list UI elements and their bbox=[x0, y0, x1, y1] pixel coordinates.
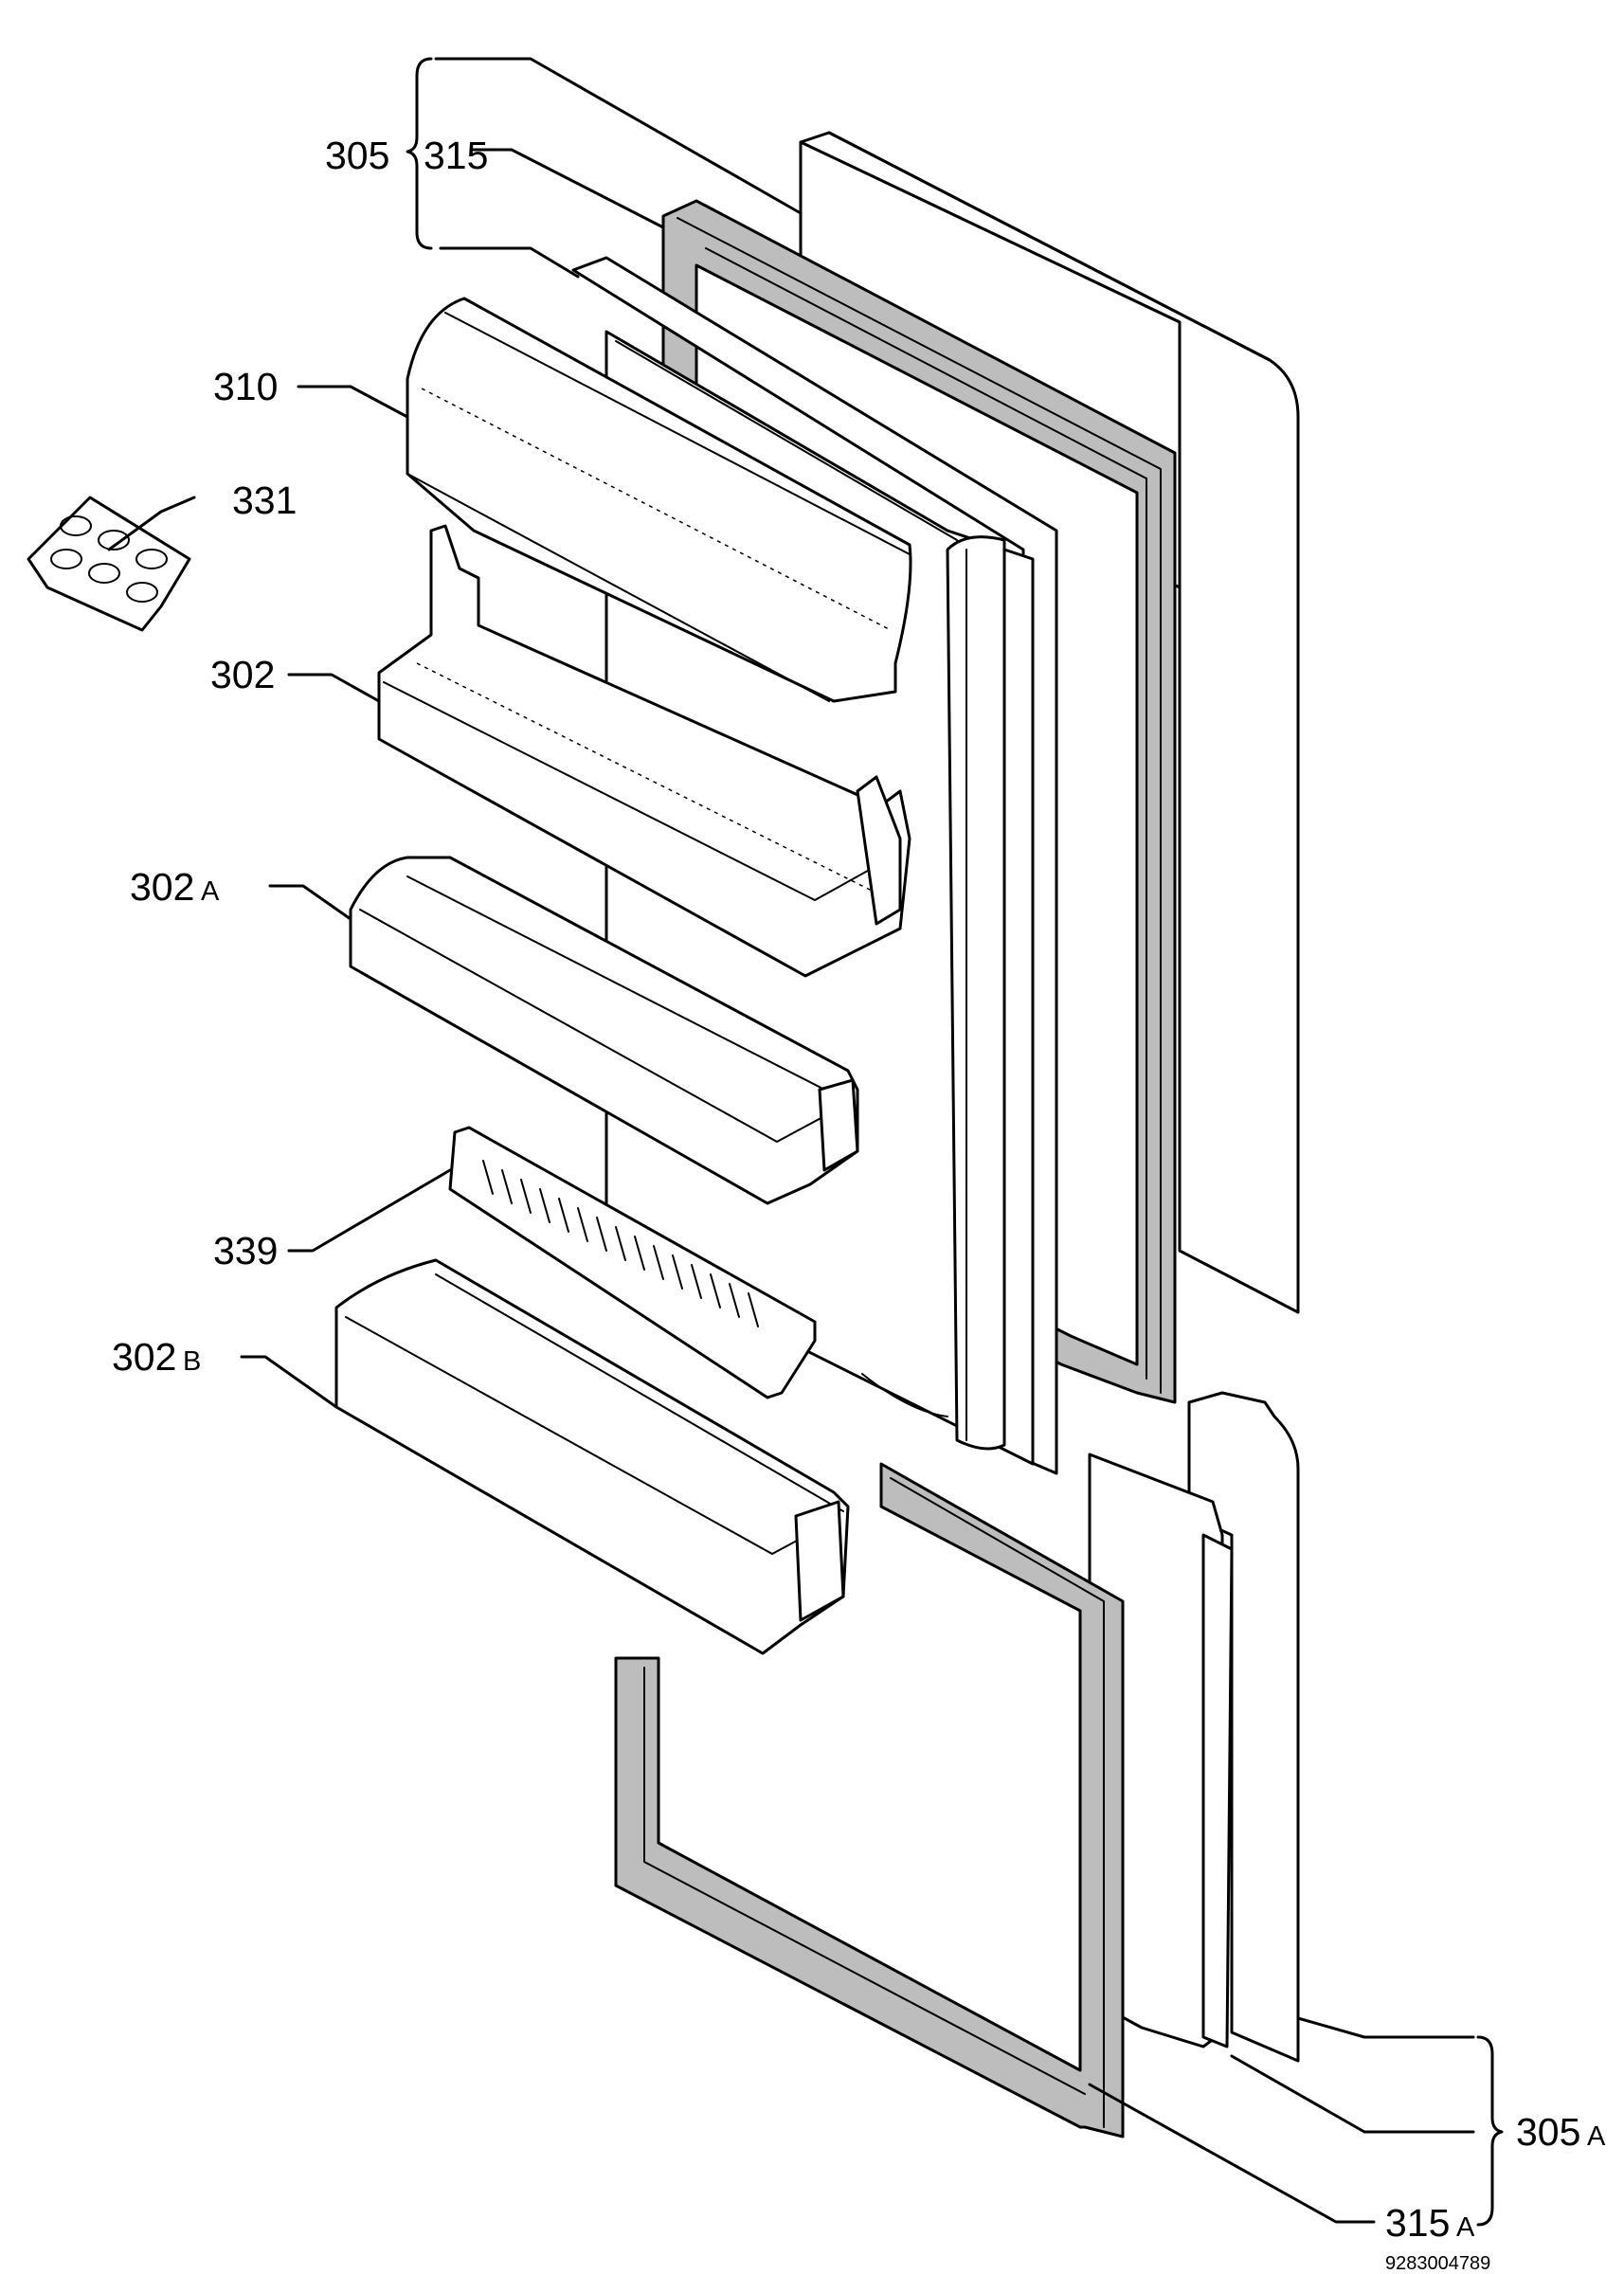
label-302B: 302 B bbox=[112, 1335, 201, 1379]
label-315A-number: 315 bbox=[1385, 2201, 1450, 2245]
label-302: 302 bbox=[210, 653, 275, 696]
brace-305 bbox=[406, 57, 433, 250]
label-339: 339 bbox=[213, 1229, 278, 1272]
leader-lines bbox=[107, 57, 1475, 2224]
label-305A-suffix: A bbox=[1587, 2121, 1606, 2152]
label-302A-number: 302 bbox=[130, 865, 194, 909]
upper-door-bin bbox=[377, 524, 911, 978]
label-315A-suffix: A bbox=[1456, 2212, 1475, 2243]
label-302B-suffix: B bbox=[183, 1346, 201, 1377]
lower-door-gasket bbox=[614, 1462, 1125, 2139]
egg-tray bbox=[27, 496, 191, 632]
label-302A-suffix: A bbox=[201, 876, 220, 907]
bottle-guard-rack bbox=[448, 1126, 817, 1399]
seal-arc bbox=[861, 1373, 948, 1417]
lower-door-bin bbox=[334, 1258, 850, 1655]
document-number: 9283004789 bbox=[1385, 2253, 1490, 2274]
label-305A: 305 A bbox=[1516, 2110, 1606, 2154]
label-310: 310 bbox=[213, 365, 278, 408]
label-331: 331 bbox=[232, 478, 297, 522]
label-315A: 315 A bbox=[1385, 2201, 1475, 2245]
middle-door-bin bbox=[349, 856, 859, 1205]
dairy-compartment-lid bbox=[406, 297, 912, 703]
label-315: 315 bbox=[424, 134, 488, 177]
label-305A-number: 305 bbox=[1516, 2110, 1580, 2154]
brace-305A bbox=[1476, 2035, 1504, 2227]
label-305: 305 bbox=[325, 134, 389, 177]
label-302A: 302 A bbox=[130, 865, 220, 909]
label-302B-number: 302 bbox=[112, 1335, 176, 1379]
